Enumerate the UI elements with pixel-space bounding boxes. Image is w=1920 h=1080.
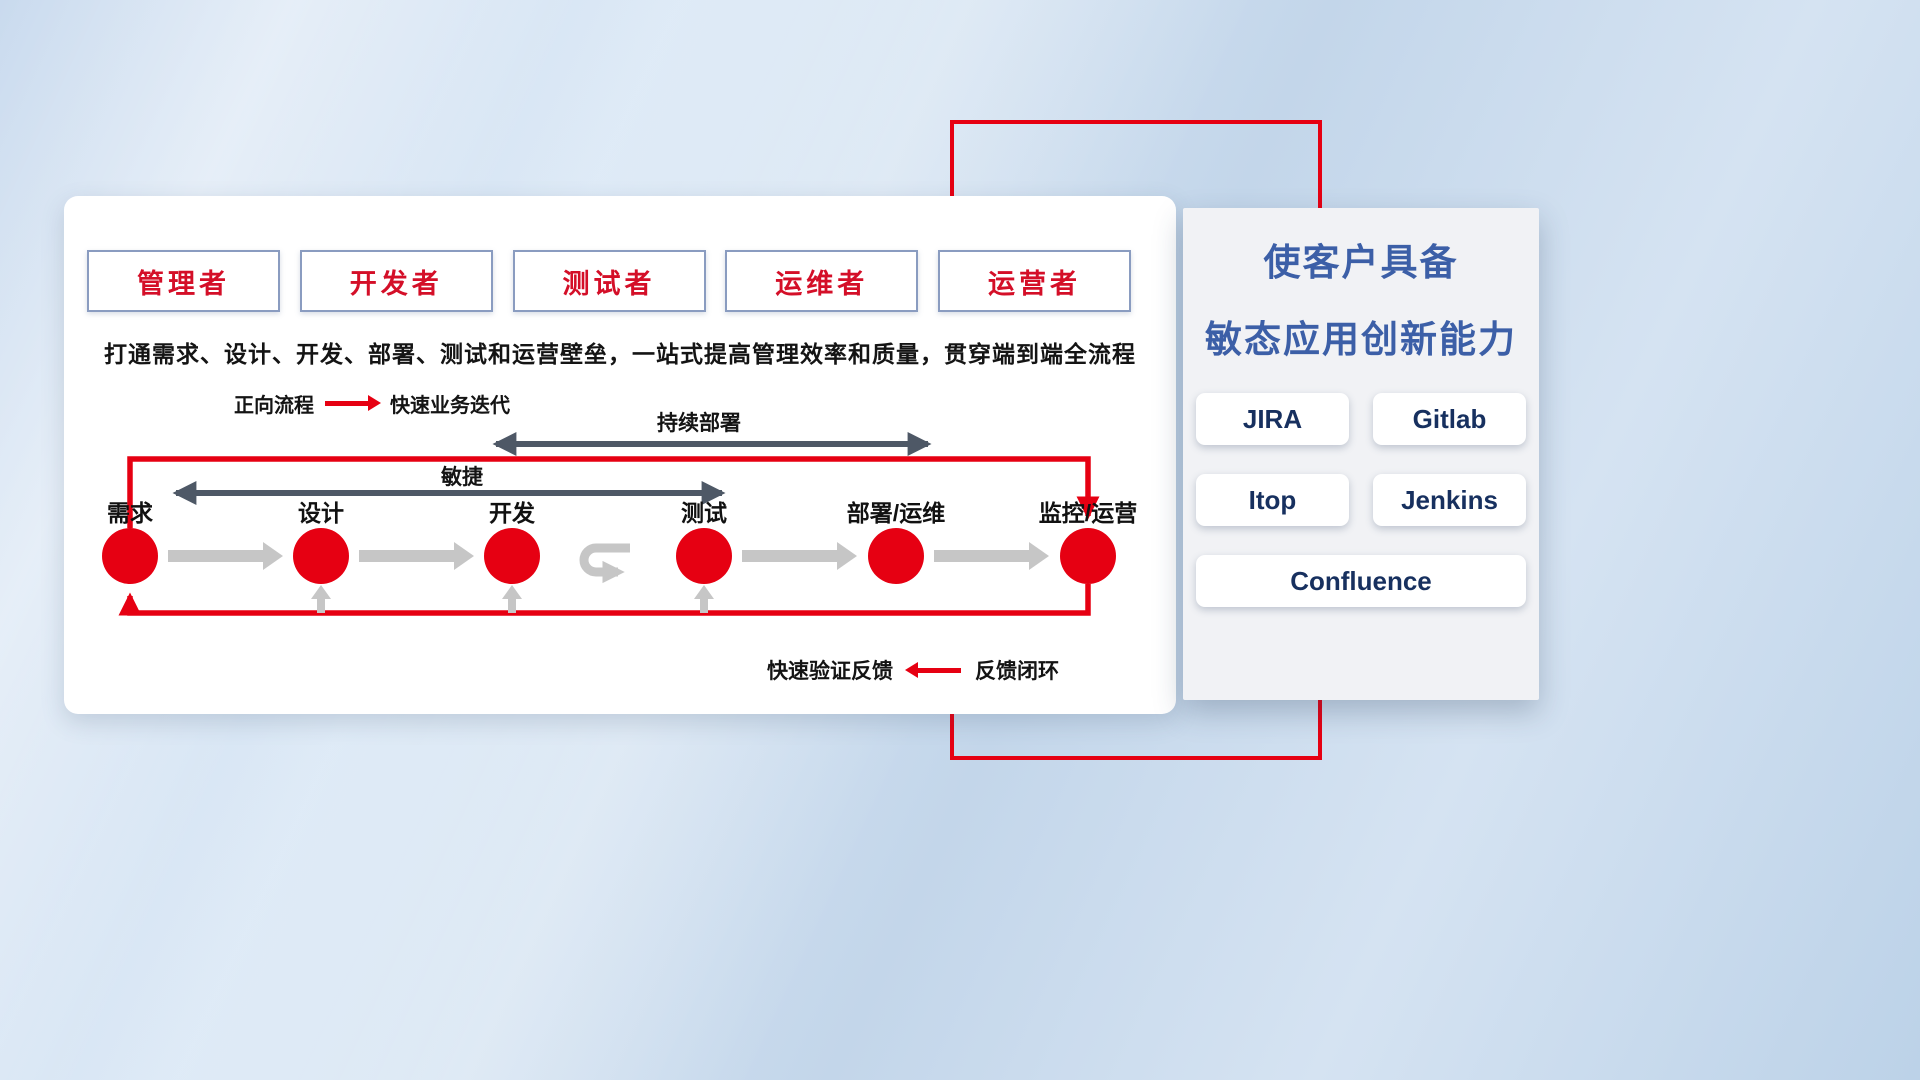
role-label-operator: 运营者 xyxy=(988,268,1081,299)
stage-label-monitor-operations: 监控/运营 xyxy=(1038,500,1138,526)
stage-node-design xyxy=(293,528,349,584)
tool-chip-confluence: Confluence xyxy=(1196,555,1526,607)
role-label-ops: 运维者 xyxy=(775,268,869,299)
forward-loop-line xyxy=(127,456,1100,528)
tool-grid: JIRA Gitlab Itop Jenkins Confluence xyxy=(1196,393,1526,607)
right-panel: 使客户具备 敏态应用创新能力 JIRA Gitlab Itop Jenkins … xyxy=(1183,208,1539,700)
tool-chip-gitlab: Gitlab xyxy=(1373,393,1526,445)
feedback-loop-value: 反馈闭环 xyxy=(975,660,1059,683)
forward-arrow-icon xyxy=(325,395,381,411)
stage-label-testing: 测试 xyxy=(681,500,727,526)
role-box-tester: 测试者 xyxy=(512,250,706,312)
forward-flow-value: 快速业务迭代 xyxy=(390,395,510,417)
role-box-ops: 运维者 xyxy=(725,250,919,312)
flow-arrow-design-development xyxy=(359,542,474,570)
role-box-operator: 运营者 xyxy=(938,250,1131,312)
flow-arrow-requirements-design xyxy=(168,542,283,570)
feedback-up-arrow-development xyxy=(502,585,522,613)
flow-description: 打通需求、设计、开发、部署、测试和运营壁垒，一站式提高管理效率和质量，贯穿端到端… xyxy=(104,341,1136,367)
continuous-deployment-label: 持续部署 xyxy=(657,412,741,435)
forward-flow-label: 正向流程 xyxy=(234,395,314,417)
role-label-developer: 开发者 xyxy=(349,268,443,299)
role-box-developer: 开发者 xyxy=(299,250,493,312)
feedback-loop-label: 快速验证反馈 xyxy=(767,660,893,683)
panel-title-line2: 敏态应用创新能力 xyxy=(1205,319,1517,360)
feedback-up-arrow-testing xyxy=(694,585,714,613)
panel-title: 使客户具备 敏态应用创新能力 xyxy=(1183,238,1539,365)
feedback-arrow-icon xyxy=(905,661,961,678)
stage-node-development xyxy=(484,528,540,584)
tool-chip-itop: Itop xyxy=(1196,474,1349,526)
forward-flow-legend: 正向流程 快速业务迭代 xyxy=(234,389,510,418)
feedback-loop-line xyxy=(118,584,1091,616)
stage-node-deploy-ops xyxy=(868,528,924,584)
tool-chip-jenkins: Jenkins xyxy=(1373,474,1526,526)
stage-node-monitor-operations xyxy=(1060,528,1116,584)
pipeline-diagram xyxy=(102,432,1116,616)
tool-chip-jira: JIRA xyxy=(1196,393,1349,445)
role-label-manager: 管理者 xyxy=(137,268,230,299)
panel-title-line1: 使客户具备 xyxy=(1263,242,1459,283)
stage-label-development: 开发 xyxy=(489,500,535,526)
stage-node-testing xyxy=(676,528,732,584)
stage-label-requirements: 需求 xyxy=(107,500,153,526)
role-box-manager: 管理者 xyxy=(87,250,280,312)
stage-node-requirements xyxy=(102,528,158,584)
stage-label-design: 设计 xyxy=(298,500,344,526)
flow-arrow-testing-deploy xyxy=(742,542,857,570)
feedback-up-arrow-design xyxy=(311,585,331,613)
devops-flow-card: 管理者 开发者 测试者 运维者 运营者 打通需求、设计、开发、部署、测试和运营壁… xyxy=(64,196,1176,714)
stage-label-deploy-ops: 部署/运维 xyxy=(846,500,946,526)
role-row: 管理者 开发者 测试者 运维者 运营者 xyxy=(87,250,1131,312)
iteration-loop-icon xyxy=(579,543,630,584)
feedback-loop-legend: 快速验证反馈 反馈闭环 xyxy=(767,655,1059,685)
flow-arrow-deploy-monitor xyxy=(934,542,1049,570)
role-label-tester: 测试者 xyxy=(562,268,656,299)
